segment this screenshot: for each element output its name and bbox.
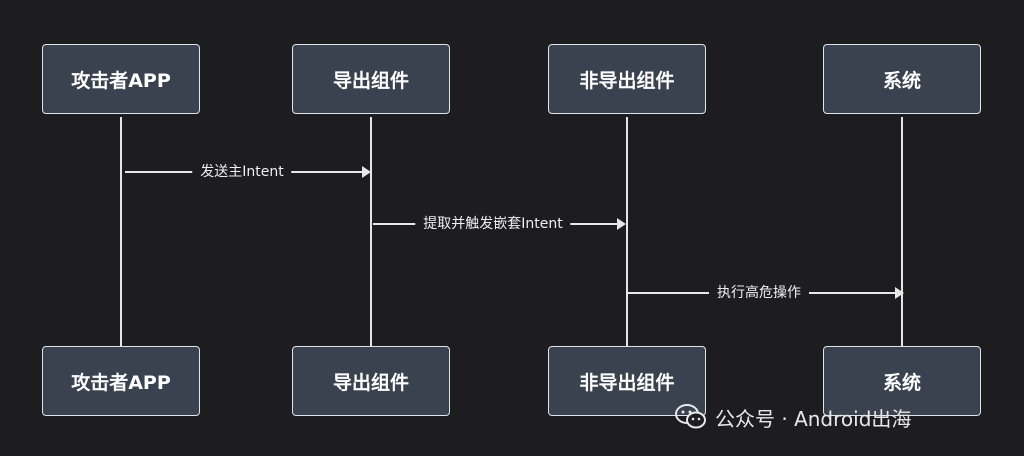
lifeline-attacker xyxy=(120,117,122,347)
message-label: 提取并触发嵌套Intent xyxy=(415,214,571,234)
participant-system-bottom: 系统 xyxy=(823,346,981,416)
participant-non-exported-bottom: 非导出组件 xyxy=(548,346,706,416)
arrow-right-icon xyxy=(617,218,626,230)
wechat-icon xyxy=(675,404,706,429)
lifeline-exported xyxy=(370,117,372,347)
arrow-right-icon xyxy=(895,287,904,299)
participant-exported-top: 导出组件 xyxy=(292,44,450,114)
participant-exported-bottom: 导出组件 xyxy=(292,346,450,416)
message-label: 发送主Intent xyxy=(192,162,292,182)
message-label: 执行高危操作 xyxy=(709,283,809,303)
lifeline-system xyxy=(901,117,903,347)
arrow-right-icon xyxy=(362,166,371,178)
participant-non-exported-top: 非导出组件 xyxy=(548,44,706,114)
watermark: 公众号 · Android出海 xyxy=(675,400,911,434)
message-extract-trigger: 提取并触发嵌套Intent xyxy=(373,214,626,234)
watermark-text: 公众号 · Android出海 xyxy=(715,406,912,431)
message-send-intent: 发送主Intent xyxy=(125,162,371,182)
participant-system-top: 系统 xyxy=(823,44,981,114)
participant-attacker-top: 攻击者APP xyxy=(42,44,200,114)
lifeline-non-exported xyxy=(626,117,628,347)
message-high-risk: 执行高危操作 xyxy=(628,283,904,303)
participant-attacker-bottom: 攻击者APP xyxy=(42,346,200,416)
